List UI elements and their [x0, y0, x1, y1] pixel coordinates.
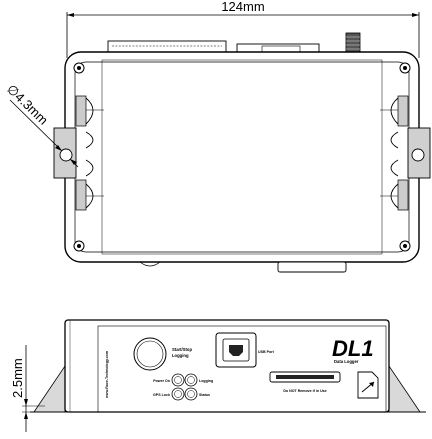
led-gps-lock-icon [171, 387, 185, 401]
sd-card-slot[interactable] [269, 371, 341, 383]
case-top-view [64, 51, 420, 263]
led-power-on-label: Power On [153, 379, 170, 383]
card-warning-label: Do NOT Remove if in Use [283, 389, 326, 393]
left-mounting-bracket [53, 95, 104, 211]
led-status-label: Status [199, 393, 210, 397]
led-gps-lock-label: GPS Lock [153, 393, 170, 397]
led-power-on-icon [171, 373, 185, 387]
led-status-icon [184, 387, 198, 401]
hole-label: ∅4.3mm [4, 81, 51, 127]
start-stop-label-2: Logging [172, 353, 189, 358]
usb-port-icon[interactable] [215, 332, 257, 368]
width-dimension: 124mm [66, 0, 420, 58]
right-mounting-bracket [380, 95, 431, 211]
product-name: DL1 [332, 336, 374, 361]
screw-icon-bottom-left [73, 240, 85, 252]
usb-label: USB Port [258, 350, 275, 354]
width-label: 124mm [221, 0, 264, 14]
screw-icon-top-left [73, 62, 85, 74]
screw-icon-bottom-right [399, 240, 411, 252]
start-stop-label-1: Start/Stop [172, 347, 192, 352]
brand-text: www.Race-Technology.com [105, 351, 109, 399]
top-connectors [107, 32, 361, 55]
screw-icon-top-right [399, 62, 411, 74]
led-logging-icon [184, 373, 198, 387]
height-label: 2.5mm [10, 358, 25, 398]
start-stop-button[interactable] [133, 337, 167, 371]
height-dimension: 2.5mm [10, 345, 45, 432]
product-subtitle: Data Logger [334, 359, 359, 364]
antenna-connector [345, 32, 361, 55]
led-logging-label: Logging [199, 379, 213, 383]
bottom-edge-features [139, 261, 347, 273]
sd-card-icon [357, 371, 379, 399]
